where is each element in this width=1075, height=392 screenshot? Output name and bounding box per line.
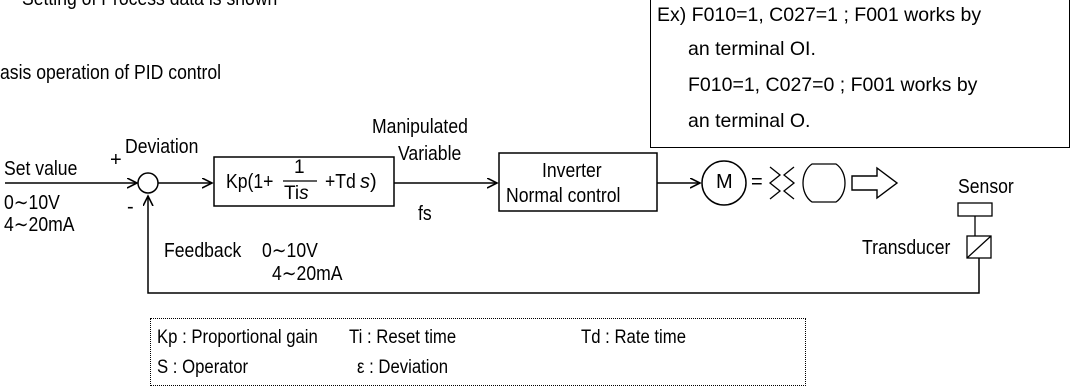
feedback-range-current: 4∼20mA (272, 263, 343, 285)
example-box: Ex) F010=1, C027=1 ; F001 works by an te… (650, 0, 1070, 148)
sensor-box (957, 202, 993, 217)
pid-kp: Kp(1+ (226, 171, 274, 193)
header-fragment: Setting of Process data is shown (22, 0, 312, 10)
pid-numerator: 1 (294, 157, 305, 178)
manipulated-label: Manipulated (372, 116, 468, 138)
legend-box: Kp : Proportional gain Ti : Reset time T… (150, 318, 806, 386)
coupling-symbol (768, 166, 796, 200)
set-value-label: Set value (4, 158, 78, 180)
transducer-label: Transducer (862, 237, 951, 259)
plus-sign: + (110, 149, 122, 171)
feedback-path (148, 196, 980, 294)
minus-sign: - (127, 196, 134, 218)
inverter-label: Inverter (542, 160, 602, 182)
pid-block-box (213, 156, 395, 207)
section-title: asis operation of PID control (0, 62, 222, 84)
flow-arrow (851, 166, 899, 200)
set-range-voltage: 0∼10V (4, 192, 60, 214)
normal-control-label: Normal control (506, 185, 621, 207)
legend-s: S : Operator (157, 357, 249, 378)
example-line-4: an terminal O. (688, 110, 811, 132)
example-line-2: an terminal OI. (688, 38, 816, 60)
sensor-label: Sensor (958, 176, 1014, 198)
example-line-1: Ex) F010=1, C027=1 ; F001 works by (657, 4, 982, 26)
legend-td: Td : Rate time (581, 327, 687, 348)
pump-symbol (802, 163, 846, 203)
fs-label: fs (418, 203, 432, 225)
motor-circle (701, 160, 747, 206)
legend-eps: ε : Deviation (357, 357, 449, 378)
transducer-diagonal (966, 235, 992, 259)
equals-sign: = (751, 171, 763, 193)
motor-label: M (716, 171, 733, 193)
feedback-range-voltage: 0∼10V (262, 240, 318, 262)
inverter-block-box (498, 152, 658, 212)
summing-junction (137, 172, 159, 194)
example-line-3: F010=1, C027=0 ; F001 works by (688, 74, 978, 96)
variable-label: Variable (398, 143, 462, 165)
legend-ti: Ti : Reset time (349, 327, 457, 348)
pid-denominator: Tis (284, 183, 309, 204)
feedback-label: Feedback (164, 240, 242, 262)
legend-kp: Kp : Proportional gain (157, 327, 318, 348)
deviation-label: Deviation (125, 136, 199, 158)
set-range-current: 4∼20mA (4, 214, 75, 236)
